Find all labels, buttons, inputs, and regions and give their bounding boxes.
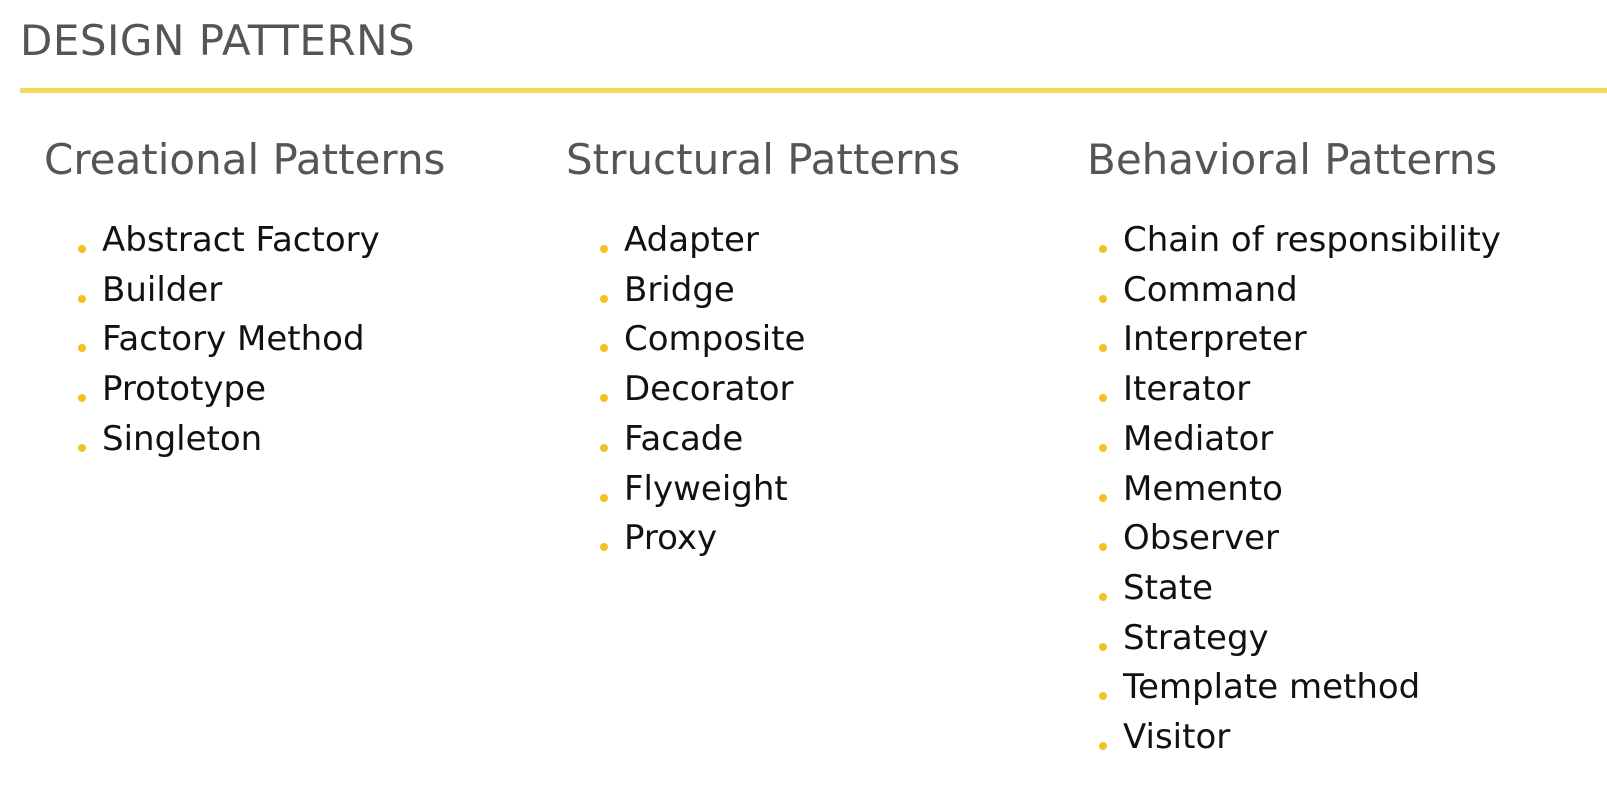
structural-list: Adapter Bridge Composite Decorator Facad… [600, 216, 960, 564]
pattern-name: Interpreter [1123, 319, 1307, 360]
pattern-name: Singleton [102, 418, 263, 459]
bullet-icon [1099, 543, 1107, 552]
creational-list: Abstract Factory Builder Factory Method … [78, 216, 445, 465]
list-item: Command [1099, 266, 1501, 316]
list-item: Facade [600, 415, 960, 465]
list-item: Memento [1099, 465, 1501, 515]
pattern-name: Flyweight [624, 468, 788, 509]
pattern-name: Memento [1123, 468, 1283, 509]
bullet-icon [78, 443, 86, 452]
bullet-icon [1099, 642, 1107, 651]
bullet-icon [600, 344, 608, 353]
bullet-icon [1099, 344, 1107, 353]
pattern-name: Factory Method [102, 319, 365, 360]
pattern-name: Builder [102, 269, 223, 310]
list-item: Flyweight [600, 465, 960, 515]
bullet-icon [600, 294, 608, 303]
pattern-name: State [1123, 567, 1213, 608]
pattern-name: Template method [1123, 667, 1421, 708]
pattern-name: Facade [624, 418, 744, 459]
bullet-icon [1099, 294, 1107, 303]
list-item: Strategy [1099, 614, 1501, 664]
list-item: Decorator [600, 365, 960, 415]
pattern-name: Prototype [102, 369, 267, 410]
list-item: Proxy [600, 514, 960, 564]
pattern-name: Composite [624, 319, 806, 360]
list-item: Bridge [600, 266, 960, 316]
list-item: Observer [1099, 514, 1501, 564]
pattern-name: Bridge [624, 269, 735, 310]
list-item: Iterator [1099, 365, 1501, 415]
bullet-icon [1099, 443, 1107, 452]
bullet-icon [600, 394, 608, 403]
pattern-name: Mediator [1123, 418, 1274, 459]
page-title: DESIGN PATTERNS [20, 16, 416, 65]
pattern-name: Proxy [624, 518, 718, 559]
list-item: Chain of responsibility [1099, 216, 1501, 266]
bullet-icon [1099, 592, 1107, 601]
behavioral-list: Chain of responsibility Command Interpre… [1099, 216, 1501, 763]
pattern-name: Observer [1123, 518, 1279, 559]
bullet-icon [1099, 692, 1107, 701]
list-item: Abstract Factory [78, 216, 445, 266]
bullet-icon [1099, 493, 1107, 502]
bullet-icon [600, 443, 608, 452]
bullet-icon [600, 245, 608, 253]
list-item: Mediator [1099, 415, 1501, 465]
bullet-icon [600, 543, 608, 552]
bullet-icon [1099, 394, 1107, 403]
pattern-name: Adapter [624, 220, 759, 260]
pattern-name: Iterator [1123, 369, 1251, 410]
list-item: Adapter [600, 216, 960, 266]
list-item: Interpreter [1099, 315, 1501, 365]
structural-column: Structural Patterns Adapter Bridge Compo… [566, 134, 960, 564]
behavioral-column: Behavioral Patterns Chain of responsibil… [1087, 134, 1501, 763]
bullet-icon [78, 245, 86, 253]
list-item: Prototype [78, 365, 445, 415]
list-item: Visitor [1099, 713, 1501, 763]
list-item: State [1099, 564, 1501, 614]
list-item: Builder [78, 266, 445, 316]
bullet-icon [78, 344, 86, 353]
bullet-icon [600, 493, 608, 502]
title-divider [20, 88, 1607, 93]
list-item: Template method [1099, 663, 1501, 713]
creational-column: Creational Patterns Abstract Factory Bui… [44, 134, 445, 465]
pattern-name: Abstract Factory [102, 220, 380, 260]
list-item: Singleton [78, 415, 445, 465]
list-item: Composite [600, 315, 960, 365]
pattern-name: Visitor [1123, 717, 1231, 758]
bullet-icon [78, 294, 86, 303]
bullet-icon [1099, 742, 1107, 751]
creational-heading: Creational Patterns [44, 135, 446, 184]
pattern-name: Decorator [624, 369, 794, 410]
structural-heading: Structural Patterns [566, 135, 961, 184]
bullet-icon [1099, 245, 1107, 253]
list-item: Factory Method [78, 315, 445, 365]
bullet-icon [78, 394, 86, 403]
behavioral-heading: Behavioral Patterns [1087, 135, 1498, 184]
pattern-name: Chain of responsibility [1123, 220, 1501, 260]
pattern-name: Strategy [1123, 617, 1269, 658]
pattern-name: Command [1123, 269, 1298, 310]
